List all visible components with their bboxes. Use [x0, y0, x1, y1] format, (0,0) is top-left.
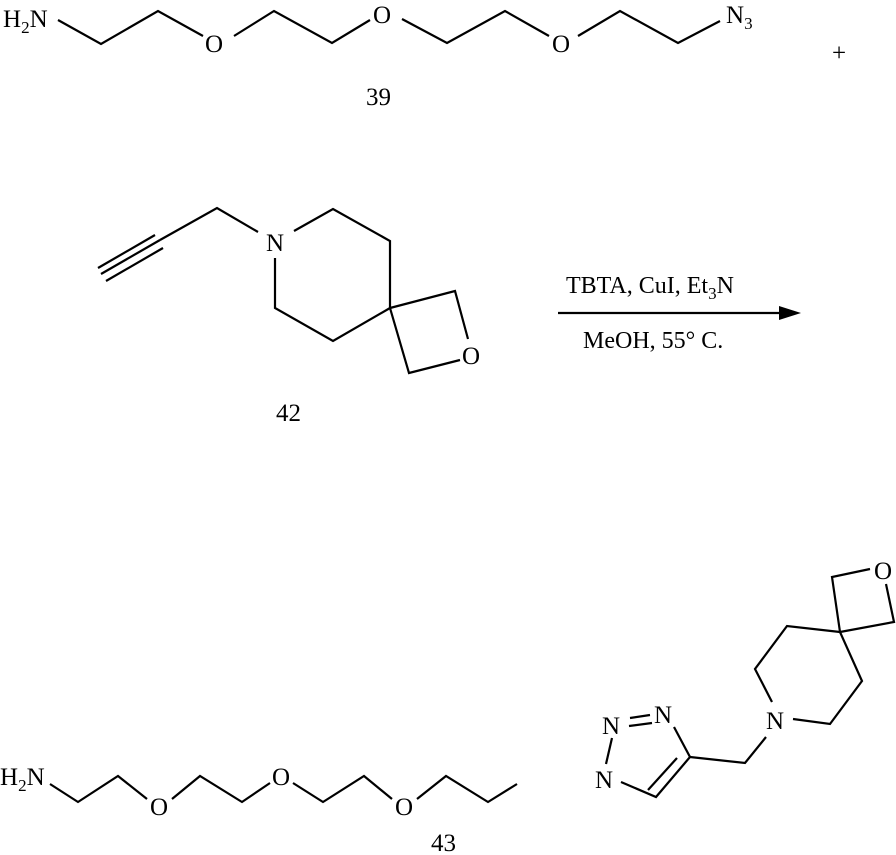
- oxetane-ring-bonds: [388, 307, 461, 375]
- ether-oxygen-3: O: [395, 794, 413, 821]
- piperidine-ring-bonds: [293, 207, 392, 308]
- reagents-label: TBTA, CuI, Et3N: [566, 273, 734, 303]
- compound-number-43: 43: [431, 830, 456, 855]
- ether-oxygen-1: O: [150, 794, 168, 821]
- triazole-inner-double-bond: [647, 757, 678, 791]
- peg-chain-bonds: [171, 774, 271, 804]
- peg-chain-bonds: [292, 774, 393, 804]
- peg-chain-bonds: [233, 9, 371, 45]
- ether-oxygen-1: O: [205, 31, 223, 58]
- compound-39: H2N O O O N3 39: [3, 2, 753, 111]
- compound-number-39: 39: [366, 84, 391, 111]
- alkyne-bond: [105, 247, 164, 282]
- amine-h-label: H2N: [0, 764, 45, 795]
- triazole-double-bond: [629, 713, 651, 720]
- triazole-bond: [604, 737, 614, 765]
- piperidine-ring-bonds: [792, 631, 864, 726]
- peg-chain-bonds: [57, 9, 204, 46]
- triazole-ring-bonds: [620, 726, 692, 799]
- piperidine-nitrogen: N: [766, 708, 784, 735]
- ether-oxygen-2: O: [373, 2, 391, 29]
- compound-number-42: 42: [276, 400, 301, 427]
- conditions-label: MeOH, 55° C.: [583, 328, 723, 354]
- arrow-head-icon: [779, 306, 801, 320]
- oxetane-ring-bonds: [389, 289, 470, 340]
- triazole-n2: N: [602, 713, 620, 740]
- triazole-n3: N: [654, 702, 672, 729]
- reaction-arrow: TBTA, CuI, Et3N MeOH, 55° C.: [558, 273, 801, 354]
- plus-sign: +: [832, 40, 846, 67]
- piperidine-nitrogen: N: [266, 230, 284, 257]
- piperidine-ring-bonds: [753, 624, 841, 703]
- oxetane-oxygen: O: [462, 343, 480, 370]
- peg-chain-bonds: [49, 774, 148, 804]
- ether-oxygen-2: O: [272, 764, 290, 791]
- alkyne-bond: [97, 234, 156, 269]
- ether-oxygen-3: O: [552, 31, 570, 58]
- oxetane-ring-bonds: [839, 583, 896, 634]
- compound-42: N O 42: [97, 206, 480, 427]
- piperidine-ring-bonds: [273, 258, 391, 343]
- oxetane-ring-bonds: [830, 567, 871, 633]
- compound-43: H2N O O O N N N N O 43: [0, 558, 896, 855]
- triazole-n1: N: [595, 767, 613, 794]
- triazole-double-bond: [628, 721, 653, 728]
- peg-chain-bonds: [577, 9, 721, 45]
- methylene-linker-bonds: [689, 736, 767, 765]
- azide-label: N3: [726, 2, 753, 33]
- alkyne-bond: [100, 239, 161, 275]
- propargyl-bonds: [159, 206, 259, 241]
- amine-h-label: H2N: [3, 6, 48, 37]
- peg-chain-bonds: [416, 774, 518, 804]
- peg-chain-bonds: [401, 9, 550, 45]
- oxetane-oxygen: O: [874, 558, 892, 585]
